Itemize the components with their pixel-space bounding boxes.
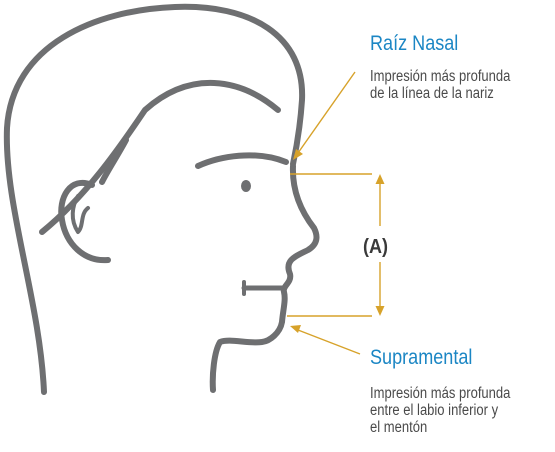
supramental-arrowhead <box>290 325 301 333</box>
nasal-root-title-text: Raíz Nasal <box>370 32 459 55</box>
nasal-root-title: Raíz Nasal <box>370 32 458 56</box>
distance-arrowhead-down <box>375 306 385 316</box>
supramental-title-text: Supramental <box>370 346 473 369</box>
nasal-root-pointer-line <box>297 71 356 154</box>
eyebrow <box>195 152 289 169</box>
sideburn <box>99 137 129 185</box>
distance-arrowhead-up <box>375 174 385 184</box>
ear-inner <box>70 194 90 234</box>
supramental-description-line-3: el mentón <box>370 419 428 436</box>
nasal-root-description-line-2: de la línea de la nariz <box>370 85 494 102</box>
ear-outline <box>58 180 111 264</box>
skull-outline <box>3 3 306 395</box>
supramental-description-line-1: Impresión más profunda <box>370 385 511 402</box>
nasal-root-description-line-1: Impresión más profunda <box>370 68 511 85</box>
distance-label: (A) <box>363 236 388 258</box>
eye <box>241 180 251 192</box>
supramental-description: Impresión más profunda entre el labio in… <box>370 385 510 436</box>
face-profile <box>209 163 320 393</box>
nasal-root-arrowhead <box>293 149 303 160</box>
supramental-title: Supramental <box>370 346 472 370</box>
nasal-root-description: Impresión más profunda de la línea de la… <box>370 68 510 102</box>
supramental-pointer-line <box>297 329 361 355</box>
supramental-description-line-2: entre el labio inferior y <box>370 402 499 419</box>
